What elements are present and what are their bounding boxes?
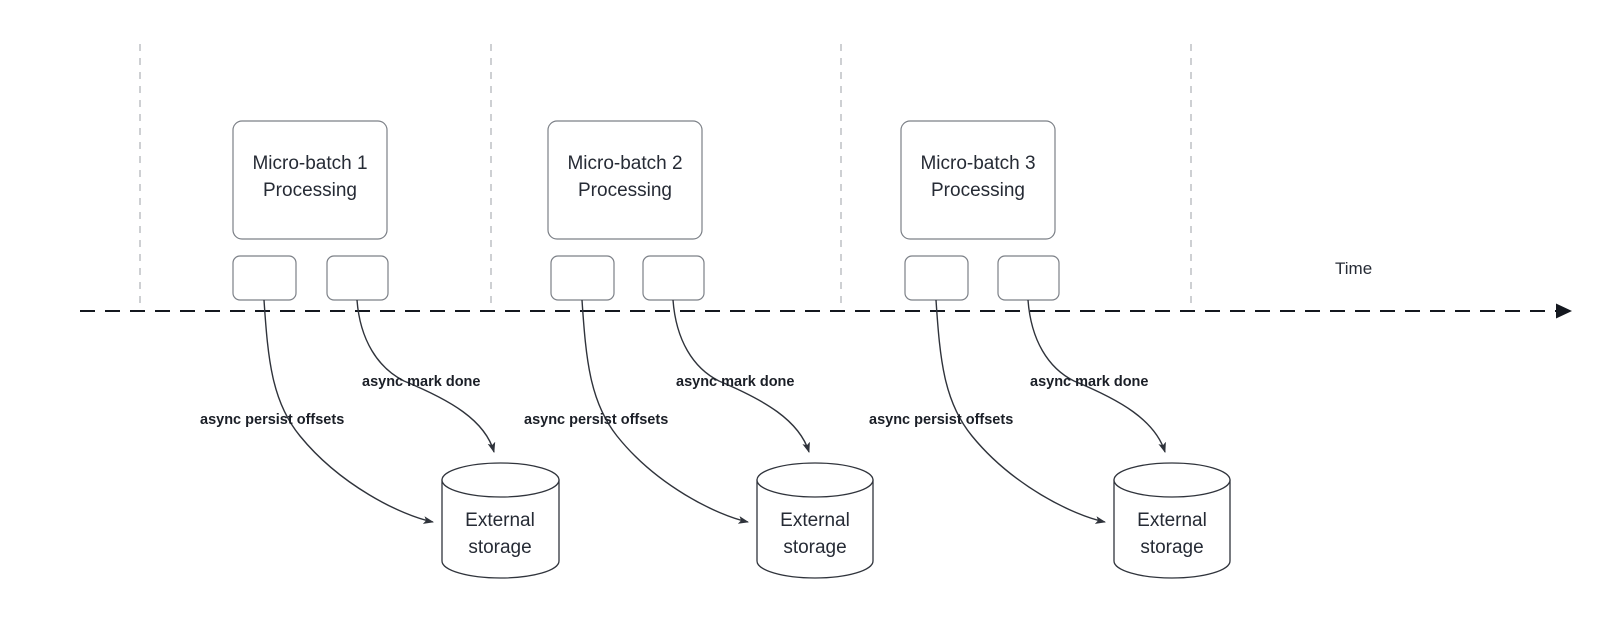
mark-done-arrow-1 <box>356 299 496 453</box>
micro-batch-2-task-b[interactable] <box>642 255 705 301</box>
persist-offsets-label-3: async persist offsets <box>869 412 1013 428</box>
micro-batch-3-label-line1: Micro-batch 3 <box>920 153 1035 174</box>
external-storage-2-label-line1: External <box>780 510 850 531</box>
external-storage-2-label-line2: storage <box>783 537 846 558</box>
external-storage-1-label-line2: storage <box>468 537 531 558</box>
micro-batch-1-task-a[interactable] <box>232 255 297 301</box>
micro-batch-3-box[interactable] <box>900 120 1056 240</box>
external-storage-3-label-line1: External <box>1137 510 1207 531</box>
external-storage-cylinder-1[interactable] <box>441 462 560 579</box>
time-axis-arrowhead <box>1556 303 1572 319</box>
persist-offsets-label-1: async persist offsets <box>200 412 344 428</box>
batch-boundary-guides <box>139 44 1192 311</box>
micro-batch-2-task-a[interactable] <box>550 255 615 301</box>
mark-done-label-3: async mark done <box>1030 374 1148 390</box>
external-storage-1-label-line1: External <box>465 510 535 531</box>
external-storage-cylinder-3[interactable] <box>1113 462 1231 579</box>
mark-done-label-2: async mark done <box>676 374 794 390</box>
mark-done-arrow-2 <box>672 299 810 453</box>
persist-offsets-arrow-2 <box>581 299 749 524</box>
time-axis-label: Time <box>1335 259 1372 278</box>
micro-batch-3-label-line2: Processing <box>931 180 1025 201</box>
micro-batch-2-box[interactable] <box>547 120 703 240</box>
micro-batch-3-task-b[interactable] <box>997 255 1060 301</box>
micro-batch-3-task-a[interactable] <box>904 255 969 301</box>
persist-offsets-arrow-3 <box>935 299 1106 524</box>
micro-batch-1-label-line1: Micro-batch 1 <box>252 153 367 174</box>
micro-batch-1-label-line2: Processing <box>263 180 357 201</box>
mark-done-label-1: async mark done <box>362 374 480 390</box>
micro-batch-group-3: Micro-batch 3 Processing async persist o… <box>869 120 1231 579</box>
micro-batch-group-2: Micro-batch 2 Processing async persist o… <box>524 120 874 579</box>
micro-batch-1-task-b[interactable] <box>326 255 389 301</box>
micro-batch-2-label-line1: Micro-batch 2 <box>567 153 682 174</box>
micro-batch-2-label-line2: Processing <box>578 180 672 201</box>
mark-done-arrow-3 <box>1027 299 1166 453</box>
time-axis <box>80 303 1572 319</box>
external-storage-3-label-line2: storage <box>1140 537 1203 558</box>
persist-offsets-arrow-1 <box>263 299 434 524</box>
micro-batch-group-1: Micro-batch 1 Processing async persist o… <box>200 120 560 579</box>
persist-offsets-label-2: async persist offsets <box>524 412 668 428</box>
external-storage-cylinder-2[interactable] <box>756 462 874 579</box>
micro-batch-1-box[interactable] <box>232 120 388 240</box>
